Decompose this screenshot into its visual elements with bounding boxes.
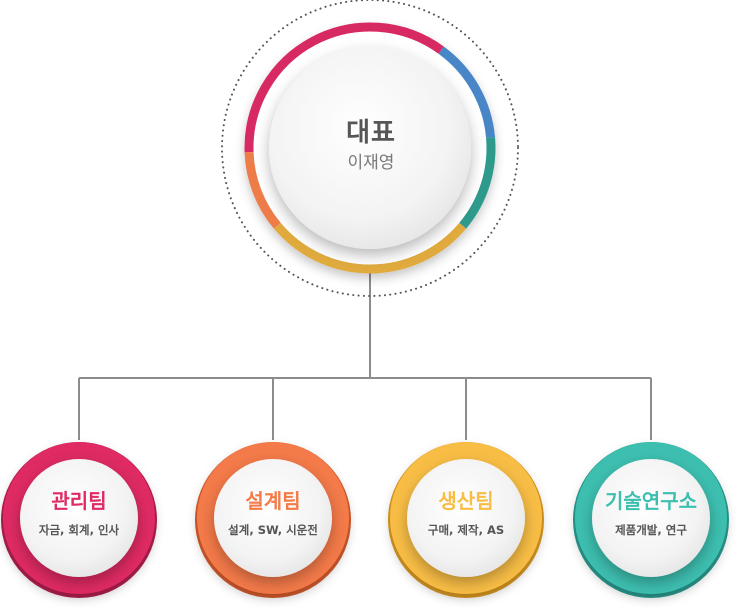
ceo-ring-segment bbox=[438, 46, 496, 138]
ceo-ring-segment bbox=[244, 22, 444, 153]
team-desc-design: 설계, SW, 시운전 bbox=[228, 523, 318, 537]
ceo-name: 이재영 bbox=[347, 153, 395, 173]
ceo-node bbox=[221, 0, 519, 297]
team-node-admin bbox=[1, 442, 157, 598]
ceo-ring-segment bbox=[244, 151, 281, 229]
team-node-production bbox=[388, 442, 544, 598]
team-node-design bbox=[195, 442, 351, 598]
team-desc-production: 구매, 제작, AS bbox=[427, 523, 505, 537]
ceo-face bbox=[269, 47, 471, 249]
team-name-admin: 관리팀 bbox=[51, 489, 107, 513]
team-face bbox=[407, 459, 525, 577]
ceo-title: 대표 bbox=[346, 118, 396, 148]
team-node-research bbox=[573, 442, 729, 598]
ceo-dotted-ring bbox=[221, 0, 519, 297]
team-face bbox=[20, 459, 138, 577]
team-desc-research: 제품개발, 연구 bbox=[615, 523, 687, 537]
team-name-research: 기술연구소 bbox=[605, 489, 697, 513]
team-face bbox=[592, 459, 710, 577]
team-name-design: 설계팀 bbox=[245, 489, 301, 513]
team-name-production: 생산팀 bbox=[438, 489, 494, 513]
ceo-ring-segment bbox=[273, 222, 467, 274]
team-nodes bbox=[1, 442, 729, 598]
team-desc-admin: 자금, 회계, 인사 bbox=[38, 523, 120, 537]
ceo-ring-segment bbox=[459, 137, 496, 229]
team-face bbox=[214, 459, 332, 577]
connector-lines bbox=[78, 262, 652, 440]
